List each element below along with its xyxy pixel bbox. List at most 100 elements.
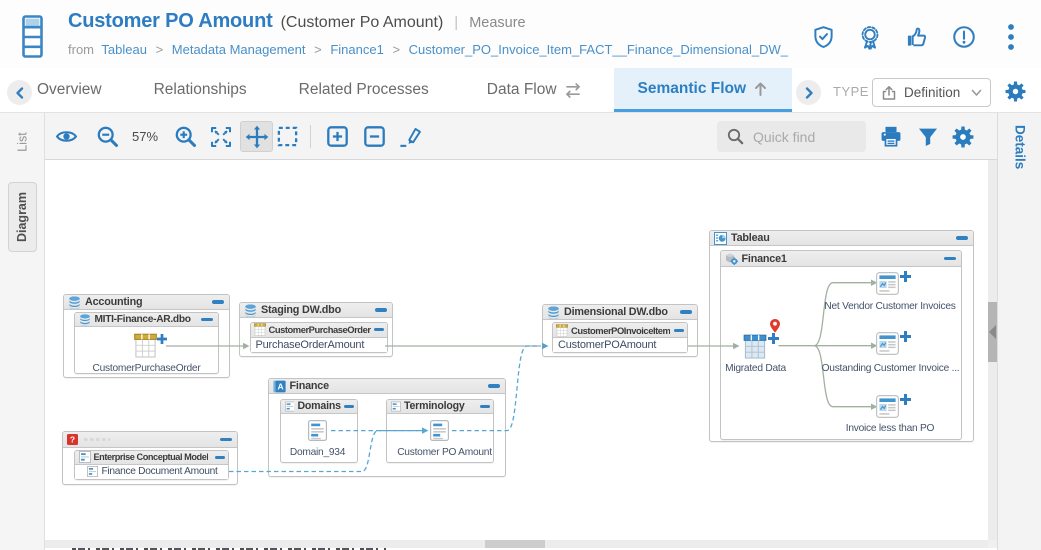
collapse-icon[interactable]: [956, 236, 968, 240]
tabs-scroll-left-button[interactable]: [7, 80, 32, 105]
pan-tool-icon[interactable]: [244, 113, 269, 160]
thumbs-up-icon[interactable]: [904, 24, 930, 50]
expand-all-icon[interactable]: [325, 113, 350, 160]
zoom-in-icon[interactable]: [173, 113, 197, 160]
measure-column-icon: [22, 15, 43, 58]
collapse-icon[interactable]: [343, 404, 354, 408]
tabs-scroll-right-button[interactable]: [796, 80, 821, 105]
horizontal-scrollbar-thumb[interactable]: [485, 540, 545, 548]
vertical-scrollbar-thumb[interactable]: [988, 302, 997, 362]
filter-icon[interactable]: [916, 113, 940, 160]
alert-icon[interactable]: [951, 24, 977, 50]
diagram-canvas[interactable]: Accounting MITI-Finance-AR.dbo CustomerP…: [45, 160, 988, 540]
left-tab-diagram[interactable]: Diagram: [8, 182, 37, 252]
add-icon[interactable]: [157, 334, 167, 344]
model-header[interactable]: Enterprise Conceptual Model: [74, 450, 228, 465]
add-icon[interactable]: [768, 333, 779, 344]
add-icon[interactable]: [900, 271, 911, 282]
collapse-all-icon[interactable]: [362, 113, 387, 160]
view-type-select[interactable]: Definition: [872, 78, 991, 107]
left-panel-strip: List Diagram: [0, 113, 45, 550]
table-header[interactable]: CustomerPOInvoiceItem: [553, 323, 687, 338]
quick-find-input[interactable]: [753, 128, 853, 145]
more-options-icon[interactable]: [998, 24, 1024, 50]
horizontal-scrollbar[interactable]: [45, 540, 988, 548]
add-icon[interactable]: [900, 394, 911, 405]
tab-overview-label: Overview: [37, 81, 102, 98]
node-report1-icon[interactable]: [876, 272, 899, 295]
fit-to-screen-icon[interactable]: [208, 113, 233, 160]
node-label[interactable]: Migrated Data: [725, 362, 786, 374]
breadcrumb-item-finance1[interactable]: Finance1: [330, 42, 384, 57]
tab-overview[interactable]: Overview: [11, 68, 128, 112]
tab-relationships[interactable]: Relationships: [128, 68, 273, 112]
icon-glyph: [15, 86, 23, 99]
container-finance1-header[interactable]: Finance1: [720, 251, 961, 267]
collapse-icon[interactable]: [373, 328, 384, 331]
container-dimensional-header[interactable]: Dimensional DW.dbo: [543, 305, 697, 320]
model-title: Enterprise Conceptual Model: [93, 452, 209, 462]
tab-bar: Overview Relationships Related Processes…: [0, 68, 1041, 113]
column-row-purchaseorderamount[interactable]: PurchaseOrderAmount: [250, 337, 387, 352]
vertical-scrollbar[interactable]: [988, 160, 997, 540]
tab-semantic-flow[interactable]: Semantic Flow: [613, 68, 793, 112]
collapse-icon[interactable]: [215, 455, 225, 459]
marquee-select-icon[interactable]: [275, 113, 300, 160]
certification-badge-icon[interactable]: [857, 24, 883, 50]
node-report2-icon[interactable]: [876, 332, 899, 355]
container-staging-customerpurchaseorder[interactable]: CustomerPurchaseOrder PurchaseOrderAmoun…: [249, 321, 388, 353]
container-domains-header[interactable]: Domains: [280, 399, 357, 414]
collapse-icon[interactable]: [680, 310, 692, 314]
diagram-settings-gear-icon[interactable]: [950, 113, 975, 160]
left-tab-list[interactable]: List: [0, 127, 45, 157]
verified-shield-icon[interactable]: [810, 24, 836, 50]
collapse-icon[interactable]: [375, 308, 387, 312]
column-row-customerpoamount[interactable]: CustomerPOAmount: [553, 338, 687, 352]
tab-data-flow[interactable]: Data Flow: [455, 68, 614, 112]
breadcrumb-item-metadata-management[interactable]: Metadata Management: [171, 42, 306, 57]
breadcrumb-item-tableau[interactable]: Tableau: [101, 42, 147, 57]
container-title: Accounting: [85, 296, 143, 308]
collapse-icon[interactable]: [479, 404, 490, 408]
container-enterprise-header[interactable]: [63, 432, 237, 448]
node-customerpurchaseorder-table-icon[interactable]: [134, 333, 157, 358]
container-terminology-header[interactable]: Terminology: [387, 399, 493, 414]
node-domain934-icon[interactable]: [308, 420, 327, 441]
container-tableau-header[interactable]: Tableau: [710, 231, 973, 246]
print-icon[interactable]: [878, 113, 904, 160]
project-cube-gear-icon: [725, 252, 738, 265]
row-finance-document-amount[interactable]: Finance Document Amount: [74, 464, 228, 479]
collapse-icon[interactable]: [944, 256, 956, 261]
node-customer-po-amount-icon[interactable]: [430, 420, 449, 441]
node-label[interactable]: Net Vendor Customer Invoices: [824, 300, 956, 312]
node-label[interactable]: Oustanding Customer Invoice ...: [821, 362, 960, 374]
node-label[interactable]: Domain_934: [289, 447, 346, 458]
table-header[interactable]: CustomerPurchaseOrder: [250, 322, 387, 338]
collapse-panel-arrow[interactable]: [988, 325, 996, 339]
breadcrumb-item-table[interactable]: Customer_PO_Invoice_Item_FACT__Finance_D…: [408, 42, 788, 57]
node-migrated-data-table-icon[interactable]: [743, 334, 767, 359]
container-finance-header[interactable]: Finance: [268, 379, 505, 394]
node-report3-icon[interactable]: [876, 395, 899, 418]
collapse-icon[interactable]: [212, 300, 224, 304]
collapse-icon[interactable]: [488, 384, 500, 388]
tab-data-flow-label: Data Flow: [486, 81, 557, 98]
container-staging-header[interactable]: Staging DW.dbo: [240, 303, 392, 318]
collapse-icon[interactable]: [201, 317, 213, 322]
container-customerpoinvoiceitem[interactable]: CustomerPOInvoiceItem CustomerPOAmount: [552, 322, 688, 353]
collapse-icon[interactable]: [220, 437, 232, 442]
node-label[interactable]: Invoice less than PO: [845, 423, 935, 434]
container-accounting-header[interactable]: Accounting: [64, 295, 229, 310]
tab-related-processes[interactable]: Related Processes: [273, 68, 455, 112]
highlight-icon[interactable]: [397, 113, 425, 160]
right-tab-details[interactable]: Details: [998, 125, 1041, 169]
container-enterprise-conceptual-model[interactable]: Enterprise Conceptual Model Finance Docu…: [73, 449, 229, 480]
node-label[interactable]: CustomerPurchaseOrder: [92, 363, 201, 374]
zoom-out-icon[interactable]: [95, 113, 119, 160]
node-label[interactable]: Customer PO Amount: [397, 447, 492, 458]
visibility-icon[interactable]: [54, 113, 78, 160]
page-settings-gear-icon[interactable]: [1005, 81, 1026, 107]
add-icon[interactable]: [900, 331, 911, 342]
collapse-icon[interactable]: [674, 328, 684, 332]
container-miti-header[interactable]: MITI-Finance-AR.dbo: [74, 313, 218, 327]
